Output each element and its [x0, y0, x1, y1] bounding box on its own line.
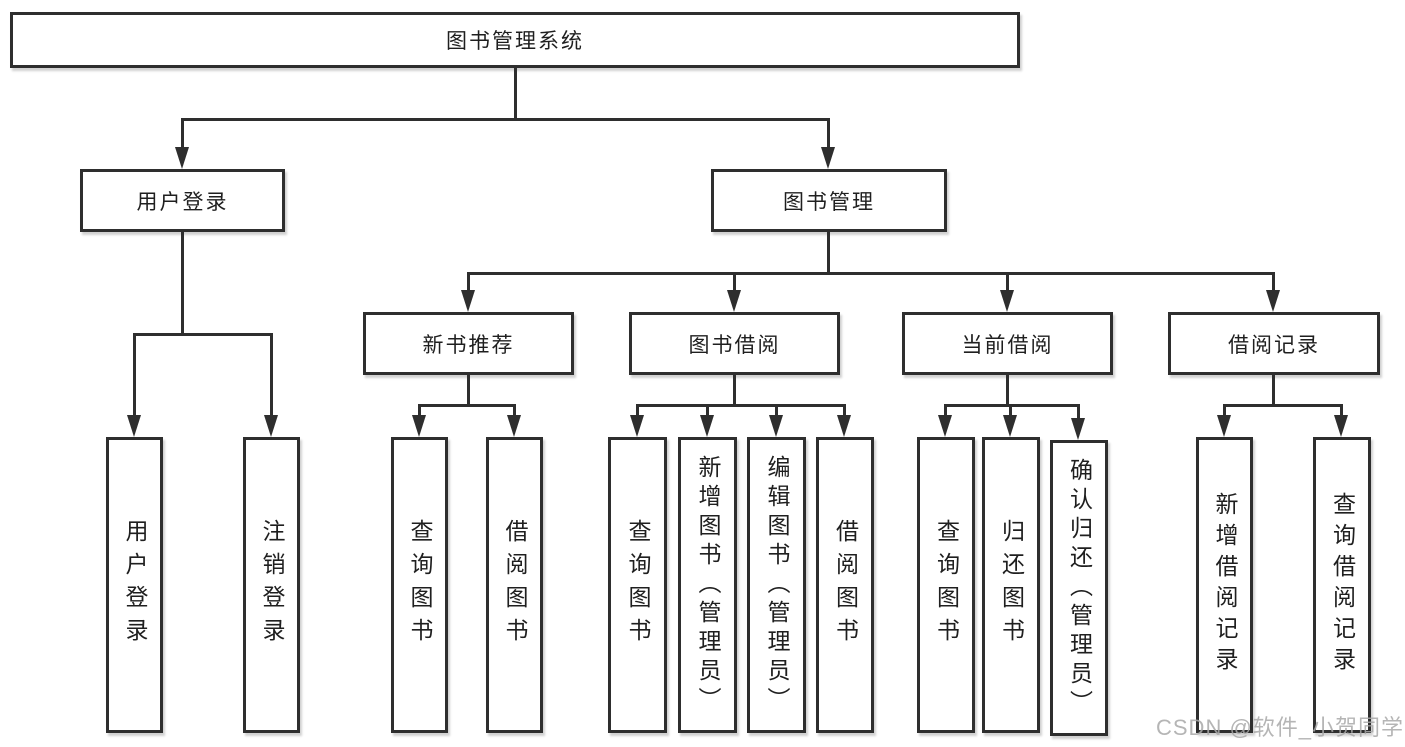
connector-userlogin-stub	[181, 232, 184, 335]
arrow-down-icon	[1217, 415, 1231, 437]
connector-drop	[944, 404, 947, 417]
leaf-query-borrow-record: 查询借阅记录	[1313, 437, 1371, 733]
node-borrow-records: 借阅记录	[1168, 312, 1380, 375]
connector-drop	[467, 272, 470, 290]
leaf-label: 借阅图书	[832, 519, 859, 651]
leaf-edit-book-admin: 编辑图书（管理员）	[747, 437, 806, 733]
leaf-label: 注销登录	[259, 519, 285, 651]
leaf-label: 查询图书	[407, 519, 433, 651]
node-label: 新书推荐	[422, 333, 515, 357]
arrow-down-icon	[412, 415, 426, 437]
arrow-down-icon	[1000, 290, 1014, 312]
connector-drop	[1006, 272, 1009, 290]
leaf-borrow-books-recommend: 借阅图书	[486, 437, 543, 733]
connector-root-stub	[514, 68, 517, 121]
connector-drop	[133, 333, 136, 417]
leaf-query-books-current: 查询图书	[917, 437, 975, 733]
node-label: 当前借阅	[961, 333, 1054, 357]
leaf-label: 新增借阅记录	[1212, 492, 1238, 678]
leaf-label: 查询借阅记录	[1329, 492, 1356, 678]
connector-recommend-stub	[467, 375, 470, 406]
connector-drop	[706, 404, 709, 417]
node-label: 借阅记录	[1228, 333, 1320, 357]
node-book-borrow: 图书借阅	[629, 312, 840, 375]
leaf-label: 用户登录	[122, 519, 148, 651]
arrow-down-icon	[1071, 418, 1085, 440]
arrow-down-icon	[127, 415, 141, 437]
connector-bookmgmt-bus	[467, 272, 1275, 275]
connector-drop	[270, 333, 273, 417]
node-label: 用户登录	[136, 190, 229, 214]
arrow-down-icon	[630, 415, 644, 437]
leaf-add-book-admin: 新增图书（管理员）	[678, 437, 737, 733]
connector-drop	[1272, 272, 1275, 290]
arrow-down-icon	[700, 415, 714, 437]
arrow-down-icon	[507, 415, 521, 437]
connector-drop	[513, 404, 516, 417]
arrow-down-icon	[821, 147, 835, 169]
connector-bookmgmt-stub	[827, 232, 830, 274]
connector-records-stub	[1272, 375, 1275, 406]
connector-userlogin-bus	[133, 333, 273, 336]
connector-current-stub	[1006, 375, 1009, 406]
connector-root-bus	[181, 118, 830, 121]
node-root-system: 图书管理系统	[10, 12, 1020, 68]
connector-drop	[1340, 404, 1343, 417]
leaf-user-login: 用户登录	[106, 437, 163, 733]
arrow-down-icon	[769, 415, 783, 437]
arrow-down-icon	[727, 290, 741, 312]
connector-borrow-bus	[636, 404, 846, 407]
arrow-down-icon	[175, 147, 189, 169]
connector-records-bus	[1223, 404, 1343, 407]
connector-drop	[843, 404, 846, 417]
leaf-query-books-recommend: 查询图书	[391, 437, 448, 733]
connector-current-bus	[944, 404, 1080, 407]
leaf-query-books-borrow: 查询图书	[608, 437, 667, 733]
arrow-down-icon	[1334, 415, 1348, 437]
connector-recommend-bus	[418, 404, 516, 407]
connector-drop	[181, 118, 184, 150]
connector-drop	[636, 404, 639, 417]
connector-drop	[1223, 404, 1226, 417]
node-label: 图书管理	[783, 190, 875, 214]
leaf-logout: 注销登录	[243, 437, 300, 733]
arrow-down-icon	[1003, 415, 1017, 437]
leaf-label: 查询图书	[625, 519, 651, 651]
arrow-down-icon	[461, 290, 475, 312]
arrow-down-icon	[1266, 290, 1280, 312]
leaf-label: 确认归还（管理员）	[1066, 457, 1093, 719]
leaf-add-borrow-record: 新增借阅记录	[1196, 437, 1253, 733]
leaf-borrow-books: 借阅图书	[816, 437, 874, 733]
node-current-borrow: 当前借阅	[902, 312, 1113, 375]
node-label: 图书管理系统	[446, 30, 584, 53]
connector-drop	[733, 272, 736, 290]
leaf-confirm-return-admin: 确认归还（管理员）	[1050, 440, 1108, 736]
leaf-label: 新增图书（管理员）	[695, 454, 721, 716]
connector-drop	[1077, 404, 1080, 419]
arrow-down-icon	[938, 415, 952, 437]
connector-drop	[1009, 404, 1012, 417]
connector-drop	[827, 118, 830, 150]
node-new-book-recommend: 新书推荐	[363, 312, 574, 375]
connector-drop	[775, 404, 778, 417]
connector-drop	[418, 404, 421, 417]
node-label: 图书借阅	[688, 333, 781, 357]
leaf-return-book: 归还图书	[982, 437, 1040, 733]
leaf-label: 借阅图书	[502, 519, 528, 651]
connector-borrow-stub	[733, 375, 736, 406]
node-book-management: 图书管理	[711, 169, 947, 232]
csdn-watermark: CSDN @软件_小贺同学	[1156, 715, 1405, 740]
node-user-login: 用户登录	[80, 169, 285, 232]
leaf-label: 归还图书	[998, 519, 1025, 651]
arrow-down-icon	[264, 415, 278, 437]
arrow-down-icon	[837, 415, 851, 437]
leaf-label: 查询图书	[933, 519, 960, 651]
leaf-label: 编辑图书（管理员）	[764, 454, 790, 716]
